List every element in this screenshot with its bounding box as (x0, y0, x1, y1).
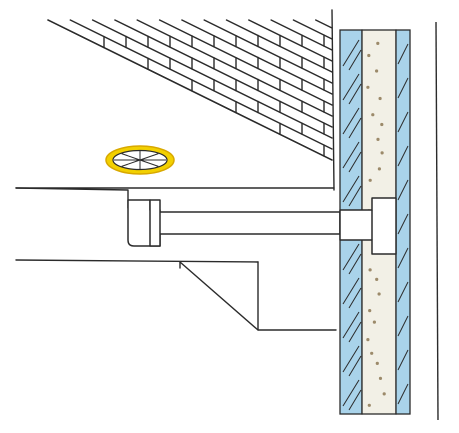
glass-hatch-line (348, 321, 362, 343)
insulation-dot (366, 85, 370, 89)
drain-pipe-icon (127, 199, 341, 247)
insulation-dot (367, 53, 371, 58)
glass-hatch-line (397, 179, 409, 201)
insulation-dot (368, 309, 372, 313)
wall-outer-edge (435, 21, 439, 421)
insulation-dot (378, 96, 382, 101)
glass-hatch-line (397, 43, 409, 65)
insulation-dot (366, 338, 370, 342)
slab-underside-line (15, 259, 259, 263)
insulation-dot (376, 41, 380, 46)
glass-hatch-line (348, 151, 362, 173)
glass-hatch-line (342, 345, 360, 373)
glass-hatch-line (348, 117, 362, 139)
glass-hatch-line (348, 49, 362, 71)
insulation-dot (378, 376, 383, 380)
glass-hatch-line (342, 39, 360, 67)
drain-spoke (121, 159, 141, 167)
glass-hatch-line (397, 281, 409, 303)
insulation-dot (368, 268, 372, 272)
glass-hatch-line (397, 111, 409, 133)
glass-hatch-line (348, 253, 362, 275)
insulation-dot (382, 392, 386, 396)
brick-course-line (315, 19, 333, 29)
brick-wall-edge (47, 19, 333, 161)
glass-hatch-line (342, 141, 360, 169)
glass-hatch-line (397, 247, 409, 269)
glass-hatch-line (342, 175, 360, 203)
pipe-elbow-collar (149, 199, 161, 247)
brick-course-line (69, 19, 333, 150)
glass-hatch-line (342, 243, 360, 271)
glass-hatch-line (397, 315, 409, 337)
drain-grate-spokes (114, 151, 166, 169)
glass-hatch-line (348, 287, 362, 309)
brick-course-line (248, 19, 333, 62)
insulation-dot (380, 122, 384, 127)
floor-slab (15, 187, 337, 331)
insulation-dot (367, 403, 371, 407)
glass-hatch-line (348, 389, 362, 411)
glass-hatch-line (397, 383, 409, 405)
insulation-dot (380, 151, 384, 155)
brick-course-line (203, 19, 333, 84)
slab-underside-left (15, 187, 129, 209)
glass-hatch-line (348, 185, 362, 207)
glass-hatch-line (397, 213, 409, 235)
drain-spoke (139, 153, 159, 161)
brick-course-line (181, 19, 333, 95)
brick-course-line (91, 19, 333, 139)
insulation-dot (375, 361, 379, 365)
drain-spoke (121, 153, 141, 161)
glass-hatch-line (397, 77, 409, 99)
glass-hatch-line (348, 83, 362, 105)
insulation-dot (375, 277, 379, 281)
brick-wall-right-edge (331, 9, 335, 191)
insulation-dot (375, 69, 379, 73)
brick-joints (103, 34, 325, 157)
insulation-dot (376, 137, 380, 141)
brick-course-line (225, 19, 333, 73)
glass-hatch-line (342, 311, 360, 339)
glass-hatch-line (342, 379, 360, 407)
insulation-dot (377, 292, 381, 296)
pipe-horizontal-run (157, 211, 341, 235)
glass-hatching (342, 39, 409, 411)
drain-spoke (139, 159, 159, 167)
glass-hatch-line (342, 73, 360, 101)
brick-course-line (292, 19, 333, 40)
glass-hatch-line (348, 355, 362, 377)
glass-hatch-line (397, 145, 409, 167)
insulation-dot (368, 178, 372, 182)
tee-body (339, 197, 397, 255)
brick-course-line (114, 19, 333, 128)
glass-hatch-line (342, 107, 360, 135)
glass-hatch-line (342, 277, 360, 305)
insulation-dot (377, 167, 381, 171)
insulation-dot (372, 320, 376, 324)
glass-hatch-line (397, 349, 409, 371)
floor-drain-icon (105, 145, 175, 175)
brick-wall-icon (47, 9, 335, 191)
pipe-tee-icon (339, 197, 397, 255)
insulation-dot (370, 351, 374, 355)
insulation-dot (371, 113, 375, 117)
brick-course-line (158, 19, 333, 106)
